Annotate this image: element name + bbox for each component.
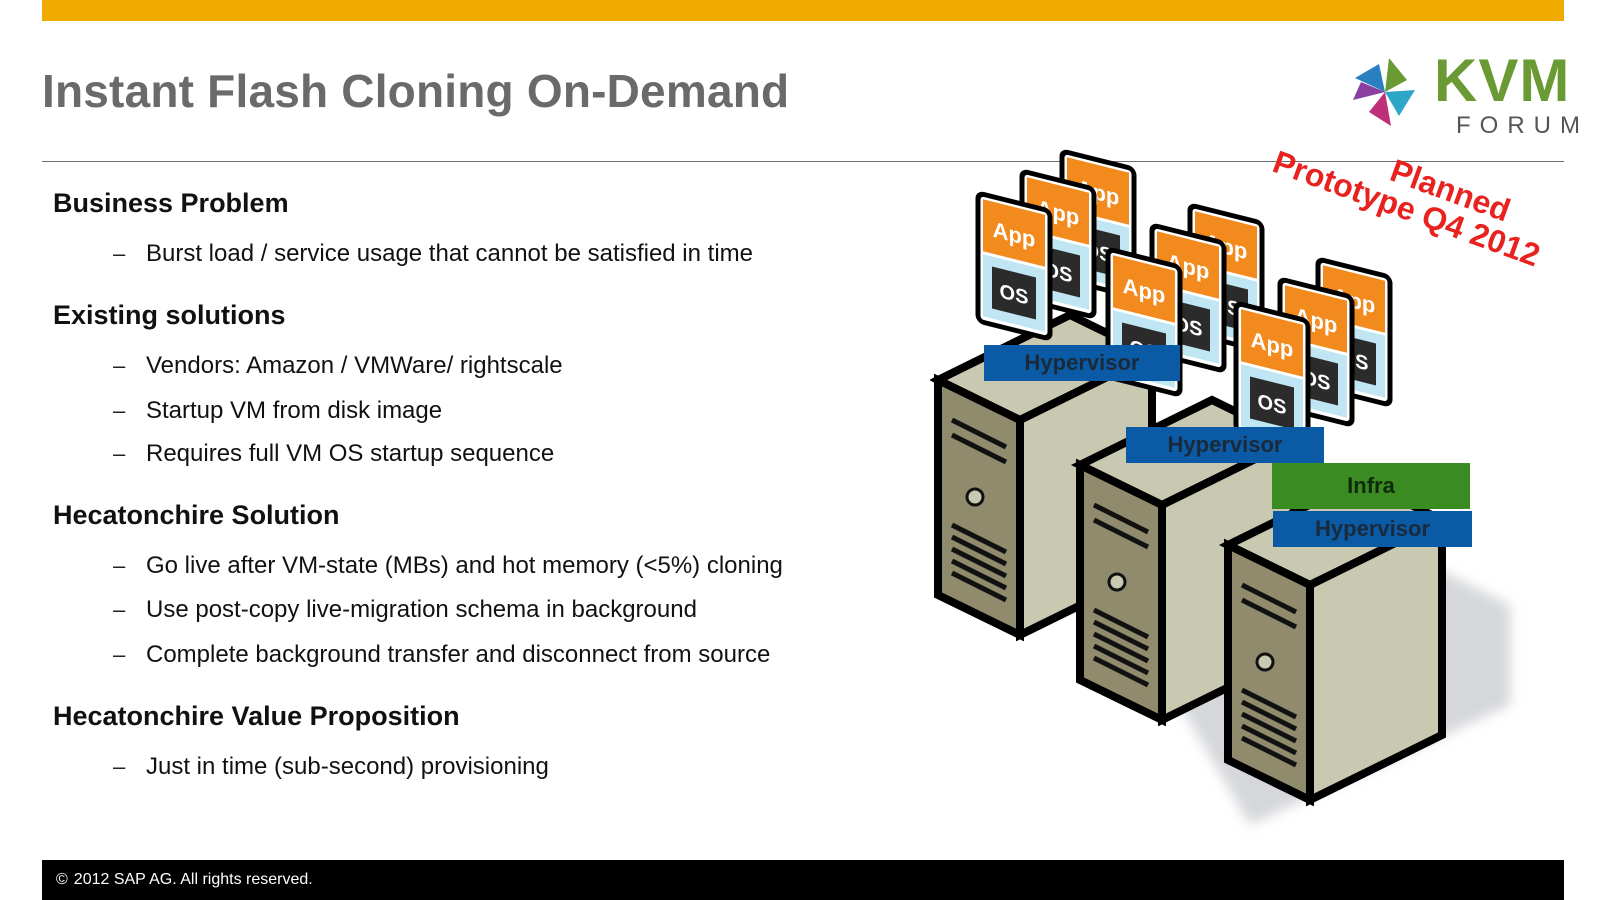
logo-name: KVM	[1434, 47, 1571, 114]
virtualization-diagram: AppOSAppOSAppOSAppOSAppOSAppOSAppOSAppOS…	[928, 145, 1550, 850]
copyright-icon: ©	[56, 871, 68, 888]
bullet-marker: –	[113, 754, 126, 779]
title-divider	[42, 161, 1564, 162]
bullet-marker: –	[113, 241, 126, 266]
section-heading-business-problem: Business Problem	[53, 188, 289, 218]
slide-title: Instant Flash Cloning On-Demand	[42, 65, 790, 117]
list-item: –Use post-copy live-migration schema in …	[113, 596, 697, 623]
list-item: –Vendors: Amazon / VMWare/ rightscale	[113, 352, 563, 379]
bullet-marker: –	[113, 353, 126, 378]
footer-bar: © 2012 SAP AG. All rights reserved.	[42, 860, 1564, 900]
hypervisor-label-2: Hypervisor	[1126, 427, 1324, 463]
footer-text: 2012 SAP AG. All rights reserved.	[73, 871, 313, 888]
infra-label: Infra	[1272, 463, 1470, 509]
top-accent-bar	[42, 0, 1564, 21]
bullet-marker: –	[113, 597, 126, 622]
section-heading-existing-solutions: Existing solutions	[53, 300, 286, 330]
server-stack-illustration: AppOSAppOSAppOSAppOSAppOSAppOSAppOSAppOS…	[928, 149, 1510, 825]
list-item: –Just in time (sub-second) provisioning	[113, 753, 549, 780]
kvm-forum-logo: KVM FORUM	[1340, 47, 1580, 140]
list-item: –Burst load / service usage that cannot …	[113, 240, 753, 267]
list-item: –Go live after VM-state (MBs) and hot me…	[113, 552, 783, 579]
hypervisor-label-3: Hypervisor	[1273, 511, 1472, 547]
bullet-marker: –	[113, 441, 126, 466]
pinwheel-icon	[1353, 58, 1415, 126]
bullet-marker: –	[113, 398, 126, 423]
section-heading-hecatonchire-solution: Hecatonchire Solution	[53, 500, 340, 530]
logo-subtitle: FORUM	[1456, 112, 1589, 139]
list-item: –Requires full VM OS startup sequence	[113, 440, 555, 467]
list-item: –Complete background transfer and discon…	[113, 641, 771, 668]
hypervisor-label-1: Hypervisor	[984, 345, 1180, 381]
section-heading-value-proposition: Hecatonchire Value Proposition	[53, 701, 460, 731]
bullet-marker: –	[113, 553, 126, 578]
list-item: –Startup VM from disk image	[113, 397, 443, 424]
bullet-marker: –	[113, 642, 126, 667]
